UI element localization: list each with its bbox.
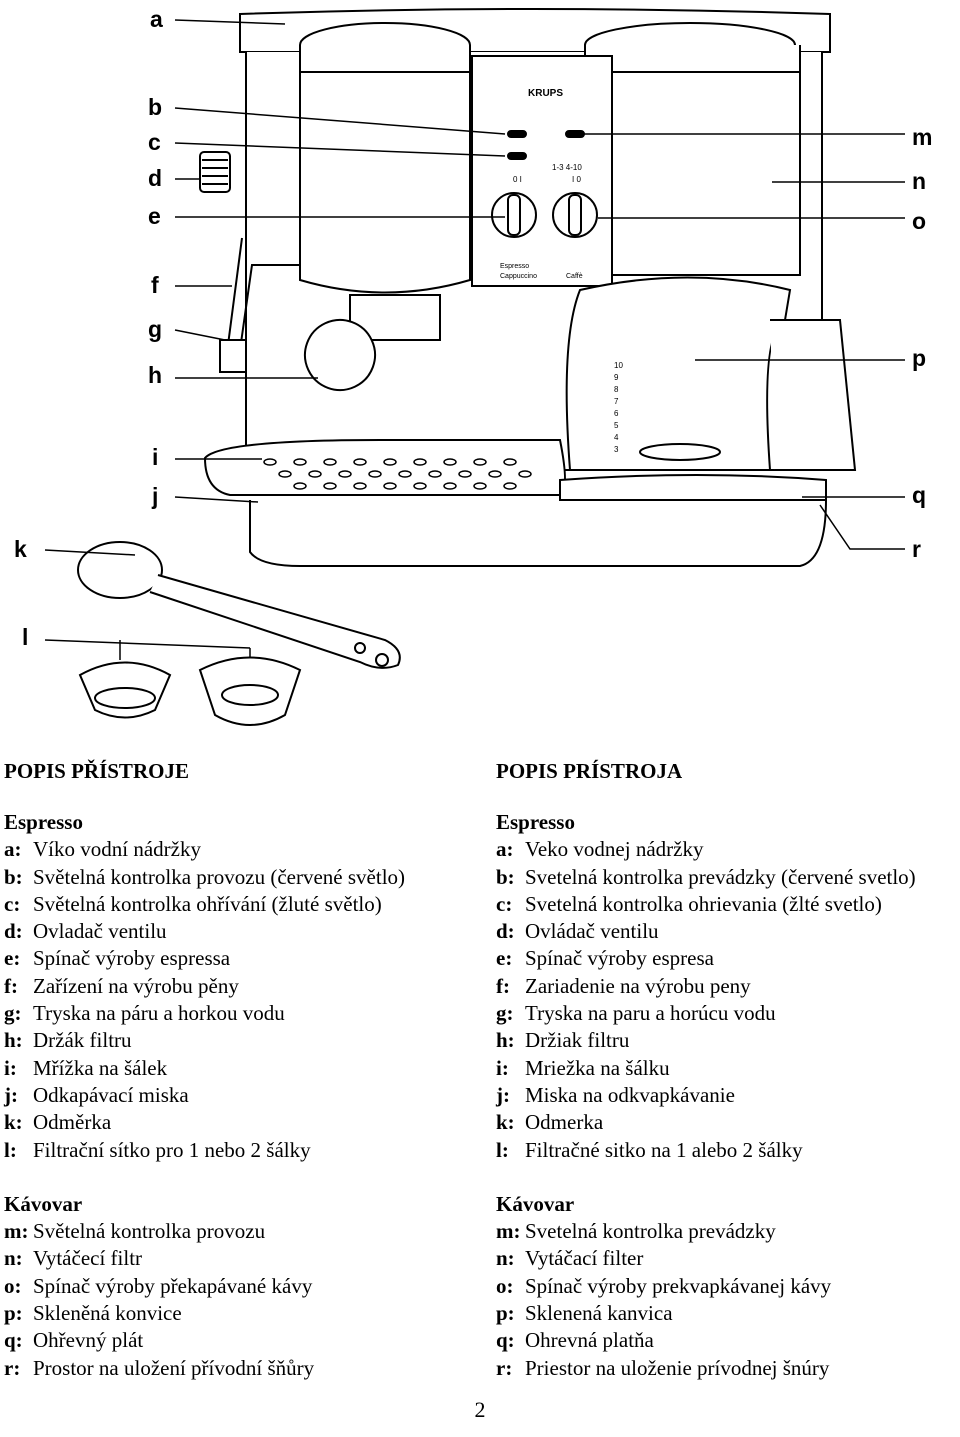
svg-text:I 0: I 0 xyxy=(572,175,581,184)
list-item: b:Světelná kontrolka provozu (červené sv… xyxy=(4,864,406,889)
slovak-heading: POPIS PRÍSTROJA xyxy=(496,759,683,783)
svg-text:1-3 4-10: 1-3 4-10 xyxy=(552,163,582,172)
list-item: d:Ovladač ventilu xyxy=(4,919,167,944)
list-item: j:Odkapávací miska xyxy=(4,1082,189,1107)
callout-n: n xyxy=(912,168,927,194)
callout-d: d xyxy=(148,165,163,191)
list-item: n:Vytáčecí filtr xyxy=(4,1246,143,1271)
callout-r: r xyxy=(912,536,921,562)
list-item: h:Držiak filtru xyxy=(496,1028,630,1053)
drip-tray xyxy=(249,499,827,567)
svg-text:7: 7 xyxy=(614,397,619,406)
list-item: h:Držák filtru xyxy=(4,1028,132,1053)
list-item: b:Svetelná kontrolka prevádzky (červené … xyxy=(496,864,916,889)
list-item: i:Mřížka na šálek xyxy=(4,1055,168,1080)
czech-heading: POPIS PŘÍSTROJE xyxy=(4,759,189,783)
measuring-spoon-handle xyxy=(149,574,401,669)
list-item: l:Filtračné sitko na 1 alebo 2 šálky xyxy=(496,1137,803,1162)
callout-b: b xyxy=(148,94,163,120)
czech-description-column: POPIS PŘÍSTROJE Espresso a:Víko vodní ná… xyxy=(4,758,472,1382)
list-item: g:Tryska na páru a horkou vodu xyxy=(4,1001,285,1026)
list-item: o:Spínač výroby prekvapkávanej kávy xyxy=(496,1273,832,1298)
svg-text:0 I: 0 I xyxy=(513,175,522,184)
list-item: r:Priestor na uloženie prívodnej šnúry xyxy=(496,1355,830,1380)
callout-e: e xyxy=(148,203,161,229)
list-item: m:Světelná kontrolka provozu xyxy=(4,1219,266,1244)
list-item: f:Zariadenie na výrobu peny xyxy=(496,973,751,998)
callout-j: j xyxy=(152,483,159,509)
list-item: c:Světelná kontrolka ohřívání (žluté svě… xyxy=(4,891,382,916)
list-item: l:Filtrační sítko pro 1 nebo 2 šálky xyxy=(4,1137,311,1162)
svg-text:Espresso: Espresso xyxy=(500,263,529,270)
list-item: o:Spínač výroby překapávané kávy xyxy=(4,1273,313,1298)
callout-f: f xyxy=(151,272,159,298)
list-item: q:Ohřevný plát xyxy=(4,1328,144,1353)
svg-text:9: 9 xyxy=(614,373,619,382)
callout-q: q xyxy=(912,482,927,508)
valve-knob xyxy=(199,151,231,193)
appliance-diagram: KRUPS 1-3 4-10 0 I I 0 Espresso Cappucci… xyxy=(14,6,933,726)
callout-a: a xyxy=(150,6,163,32)
slovak-espresso-title: Espresso xyxy=(496,810,575,834)
slovak-coffee-title: Kávovar xyxy=(496,1191,575,1216)
svg-text:4: 4 xyxy=(614,433,619,442)
filter-sieve-1 xyxy=(78,661,172,719)
callout-l: l xyxy=(22,624,29,650)
frother xyxy=(219,339,247,373)
svg-text:Cappuccino: Cappuccino xyxy=(500,273,537,280)
svg-text:3: 3 xyxy=(614,445,619,454)
list-item: r:Prostor na uložení přívodní šňůry xyxy=(4,1355,315,1380)
list-item: j:Miska na odkvapkávanie xyxy=(496,1082,735,1107)
list-item: m:Svetelná kontrolka prevádzky xyxy=(496,1219,776,1244)
carafe-handle xyxy=(770,319,857,471)
list-item: n:Vytáčací filter xyxy=(496,1246,644,1271)
measuring-spoon-cup xyxy=(77,541,163,599)
list-item: e:Spínač výroby espresa xyxy=(496,946,714,971)
list-item: k:Odměrka xyxy=(4,1110,112,1135)
callout-o: o xyxy=(912,208,927,234)
filter-sieve-2 xyxy=(198,656,302,726)
callout-p: p xyxy=(912,345,927,371)
page-number: 2 xyxy=(474,1397,486,1422)
list-item: c:Svetelná kontrolka ohrievania (žlté sv… xyxy=(496,891,882,916)
slovak-description-column: POPIS PRÍSTROJA Espresso a:Veko vodnej n… xyxy=(496,758,960,1382)
glass-carafe xyxy=(565,276,792,471)
brand-text: KRUPS xyxy=(528,88,563,99)
svg-text:6: 6 xyxy=(614,409,619,418)
callout-i: i xyxy=(152,444,159,470)
czech-coffee-title: Kávovar xyxy=(4,1191,83,1216)
svg-text:8: 8 xyxy=(614,385,619,394)
warming-plate xyxy=(559,474,827,501)
list-item: f:Zařízení na výrobu pěny xyxy=(4,973,239,998)
list-item: p:Skleněná konvice xyxy=(4,1301,182,1326)
callout-h: h xyxy=(148,362,163,388)
callout-g: g xyxy=(148,316,163,342)
list-item: d:Ovládač ventilu xyxy=(496,919,659,944)
list-item: a:Víko vodní nádržky xyxy=(4,837,201,862)
czech-espresso-title: Espresso xyxy=(4,810,83,834)
callout-k: k xyxy=(14,536,27,562)
list-item: e:Spínač výroby espressa xyxy=(4,946,231,971)
left-tank xyxy=(299,45,471,294)
filter-holder-handle xyxy=(304,319,376,391)
control-panel xyxy=(471,55,613,287)
callout-lines xyxy=(44,19,905,660)
cup-grid xyxy=(203,439,566,496)
callout-m: m xyxy=(912,124,933,150)
indicator-b xyxy=(507,130,527,138)
list-item: p:Sklenená kanvica xyxy=(496,1301,673,1326)
list-item: q:Ohrevná platňa xyxy=(496,1328,654,1353)
svg-text:10: 10 xyxy=(614,361,623,370)
list-item: g:Tryska na paru a horúcu vodu xyxy=(496,1001,776,1026)
list-item: k:Odmerka xyxy=(496,1110,604,1135)
callout-c: c xyxy=(148,129,161,155)
grid-holes xyxy=(263,458,532,490)
list-item: i:Mriežka na šálku xyxy=(496,1055,670,1080)
indicator-c xyxy=(507,152,527,160)
svg-text:Caffè: Caffè xyxy=(566,273,583,280)
list-item: a:Veko vodnej nádržky xyxy=(496,837,704,862)
svg-text:5: 5 xyxy=(614,421,619,430)
swing-filter xyxy=(584,45,801,276)
